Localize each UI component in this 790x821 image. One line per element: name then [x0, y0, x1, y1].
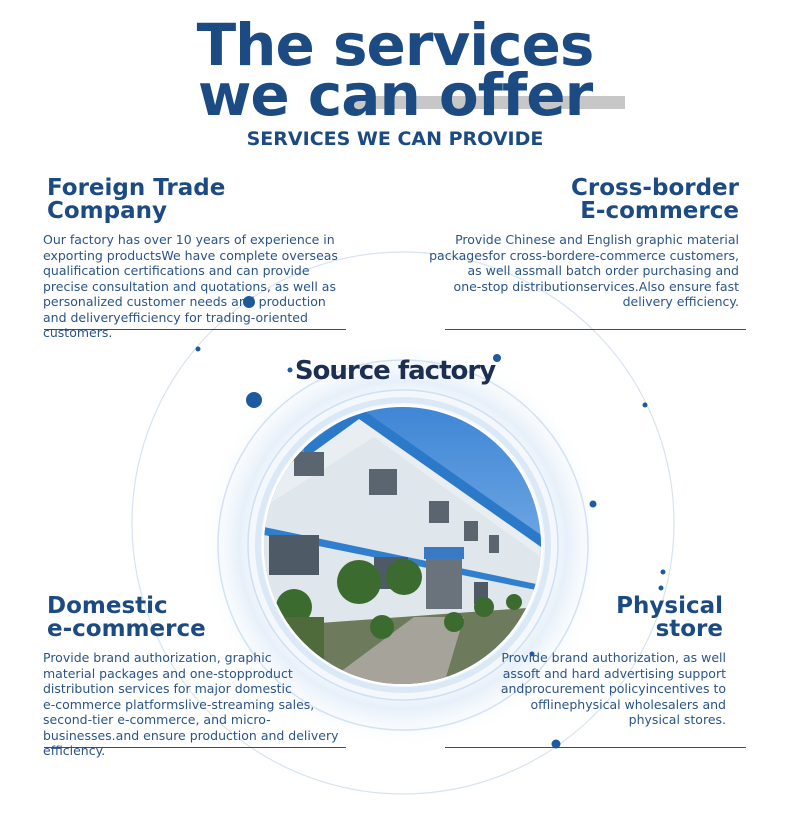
factory-building-image — [264, 407, 541, 684]
text-line: personalized customer needs and producti… — [43, 294, 326, 309]
accent-dot — [642, 402, 648, 408]
accent-dot — [287, 367, 293, 373]
text-line: distribution services for major domestic — [43, 681, 292, 696]
physical-store-divider — [445, 747, 746, 748]
factory-photo — [264, 407, 541, 684]
text-line: one-stop distributionservices.Also ensur… — [453, 278, 739, 294]
text-line: Our factory has over 10 years of experie… — [43, 232, 335, 247]
foreign-trade-text: Our factory has over 10 years of experie… — [43, 232, 373, 341]
text-line: Provide brand authorization, as well — [501, 650, 726, 665]
text-line: businesses.and ensure production and del… — [43, 727, 339, 759]
cross-border-title-line2: E-commerce — [580, 198, 739, 224]
text-line: physical stores. — [628, 712, 726, 727]
accent-dot — [493, 354, 501, 362]
text-line: material packages and one-stopproduct — [43, 665, 293, 681]
text-line: precise consultation and quotations, as … — [43, 278, 336, 294]
foreign-trade-divider — [44, 329, 346, 330]
text-line: as well assmall batch order purchasing a… — [467, 263, 740, 278]
cross-border-text: Provide Chinese and English graphic mate… — [420, 232, 739, 310]
middle-ring — [217, 359, 589, 731]
cross-border-title-line1: Cross-border — [571, 175, 739, 201]
domestic-text: Provide brand authorization, graphic mat… — [43, 650, 403, 759]
physical-store-title: Physical store — [500, 595, 723, 641]
text-line: offlinephysical wholesalers and — [530, 696, 726, 712]
domestic-divider — [44, 747, 346, 748]
text-line: and deliveryefficiency for trading-orien… — [43, 309, 308, 341]
text-line: delivery efficiency. — [622, 294, 739, 309]
foreign-trade-title: Foreign Trade Company — [47, 177, 225, 223]
domestic-title-line2: e-commerce — [47, 616, 206, 642]
text-line: assoft and hard advertising support — [502, 665, 726, 681]
accent-dot — [660, 569, 666, 575]
source-factory-label: Source factory — [294, 356, 496, 386]
text-line: Provide brand authorization, graphic — [43, 650, 272, 665]
accent-dot — [243, 296, 255, 308]
text-line: qualification certifications and can pro… — [43, 263, 310, 278]
text-line: second-tier e-commerce, and micro- — [43, 712, 271, 727]
cross-border-divider — [445, 329, 746, 330]
accent-dot — [246, 392, 262, 408]
page-title-line1: The services — [196, 11, 595, 79]
domestic-title-line1: Domestic — [47, 593, 168, 619]
accent-dot — [551, 739, 561, 749]
photo-ring — [255, 397, 551, 693]
text-line: e-commerce platformslive-streaming sales… — [43, 696, 315, 712]
domestic-title: Domestic e-commerce — [47, 595, 206, 641]
text-line: packagesfor cross-bordere-commerce custo… — [429, 247, 739, 263]
physical-store-title-line2: store — [655, 616, 723, 642]
text-line: Provide Chinese and English graphic mate… — [455, 232, 739, 247]
accent-dot — [589, 500, 597, 508]
page-subtitle: SERVICES WE CAN PROVIDE — [246, 128, 544, 150]
text-line: exporting productsWe have complete overs… — [43, 247, 338, 263]
foreign-trade-title-line1: Foreign Trade — [47, 175, 226, 201]
text-line: andprocurement policyincentives to — [500, 681, 726, 696]
physical-store-title-line1: Physical — [616, 593, 723, 619]
cross-border-title: Cross-border E-commerce — [440, 177, 739, 223]
foreign-trade-title-line2: Company — [47, 198, 167, 224]
accent-dot — [195, 346, 201, 352]
accent-dot — [658, 585, 664, 591]
outer-ring — [131, 251, 675, 795]
title-underline-bar — [352, 96, 625, 109]
accent-dot — [529, 651, 535, 657]
physical-store-text: Provide brand authorization, as well ass… — [470, 650, 726, 728]
page-title-line2: we can offer — [197, 61, 593, 129]
